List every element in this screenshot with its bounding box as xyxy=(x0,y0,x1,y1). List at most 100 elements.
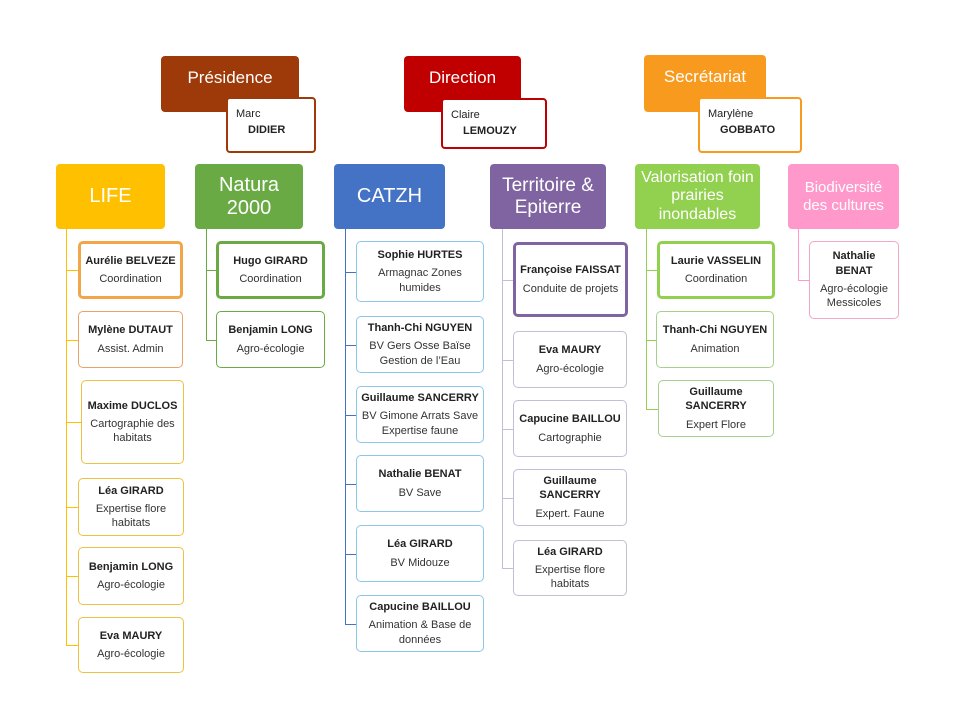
member-connector-line xyxy=(646,339,656,341)
member-name: Benjamin LONG xyxy=(88,560,174,573)
member-connector-line xyxy=(66,576,78,577)
section-connector-line xyxy=(66,229,67,645)
member-name: Benjamin LONG xyxy=(228,324,313,337)
member-role: Animation xyxy=(690,342,740,355)
member-name: Laurie VASSELIN xyxy=(670,254,762,267)
member-role: Armagnac Zones humides xyxy=(378,267,462,294)
member-role: Coordination xyxy=(239,273,302,285)
member-connector-line xyxy=(345,344,356,346)
member-name: Eva MAURY xyxy=(99,629,163,642)
member-name: Capucine BAILLOU xyxy=(519,413,621,426)
leadership-first-name: Claire xyxy=(451,109,480,121)
member-box: Nathalie BENAT Agro-écologie Messicoles xyxy=(809,241,899,319)
member-box: Guillaume SANCERRY BV Gimone Arrats Save … xyxy=(356,386,484,443)
leadership-first-name: Marc xyxy=(236,108,261,120)
section-connector-line xyxy=(798,229,799,280)
section-header: Biodiversité des cultures xyxy=(788,164,899,229)
section-header: Territoire & Epiterre xyxy=(490,164,606,229)
member-role: Expert. Faune xyxy=(535,507,605,520)
member-role: Conduite de projets xyxy=(522,282,619,295)
member-box: Eva MAURY Agro-écologie xyxy=(78,617,184,673)
member-box: Capucine BAILLOU Cartographie xyxy=(513,400,627,457)
member-box: Léa GIRARD BV Midouze xyxy=(356,525,484,582)
member-connector-line xyxy=(345,414,356,416)
member-name: Hugo GIRARD xyxy=(233,254,308,267)
member-role: Expertise flore habitats xyxy=(95,502,167,530)
member-name: Thanh-Chi NGUYEN xyxy=(662,324,768,337)
member-role: Assist. Admin xyxy=(97,342,164,355)
member-name: Thanh-Chi NGUYEN xyxy=(367,322,473,335)
member-box: Laurie VASSELIN Coordination xyxy=(657,241,775,299)
member-role: Coordination xyxy=(684,273,748,285)
member-connector-line xyxy=(66,507,78,508)
member-connector-line xyxy=(646,270,657,271)
member-name: Léa GIRARD xyxy=(387,538,453,551)
member-role: Agro-écologie xyxy=(97,579,165,591)
section-connector-line xyxy=(206,229,207,340)
section-header: Valorisation foin prairies inondables xyxy=(635,164,760,229)
member-role: Coordination xyxy=(99,273,162,285)
section-header: LIFE xyxy=(56,164,165,229)
member-connector-line xyxy=(66,339,78,341)
member-name: Aurélie BELVEZE xyxy=(85,254,176,267)
member-box: Thanh-Chi NGUYEN BV Gers Osse Baïse Gesti… xyxy=(356,316,484,373)
member-role: Animation & Base de données xyxy=(368,619,472,646)
leadership-last-name: GOBBATO xyxy=(720,124,776,136)
member-connector-line xyxy=(502,359,513,361)
member-connector-line xyxy=(206,339,216,341)
section-connector-line xyxy=(345,229,346,624)
member-role: BV Midouze xyxy=(390,556,450,569)
leadership-first-name: Marylène xyxy=(708,108,754,120)
member-box: Eva MAURY Agro-écologie xyxy=(513,331,627,388)
member-box: Thanh-Chi NGUYEN Animation xyxy=(656,311,774,368)
member-name: Capucine BAILLOU xyxy=(369,601,471,614)
section-connector-line xyxy=(646,229,647,409)
member-connector-line xyxy=(206,270,216,271)
member-box: Maxime DUCLOS Cartographie des habitats xyxy=(81,380,184,464)
member-connector-line xyxy=(502,568,513,569)
member-name: Guillaume SANCERRY xyxy=(685,386,747,413)
member-connector-line xyxy=(66,645,78,646)
member-connector-line xyxy=(646,408,658,410)
member-name: Nathalie BENAT xyxy=(832,250,876,277)
member-role: Expert Flore xyxy=(686,418,746,431)
section-header: Natura 2000 xyxy=(195,164,303,229)
member-name: Eva MAURY xyxy=(538,344,602,357)
member-role: Agro-écologie Messicoles xyxy=(820,283,888,310)
member-connector-line xyxy=(345,623,356,625)
member-role: BV Gers Osse Baïse Gestion de l’Eau xyxy=(369,340,471,367)
member-name: Guillaume SANCERRY xyxy=(361,392,479,405)
section-header: CATZH xyxy=(334,164,445,229)
leadership-last-name: DIDIER xyxy=(248,124,286,136)
leadership-last-name: LEMOUZY xyxy=(463,125,517,137)
member-role: Cartographie xyxy=(538,431,602,444)
member-box: Françoise FAISSAT Conduite de projets xyxy=(513,242,628,317)
member-name: Françoise FAISSAT xyxy=(520,264,621,277)
member-role: Cartographie des habitats xyxy=(90,417,175,445)
member-role: BV Gimone Arrats Save Expertise faune xyxy=(361,410,479,437)
member-name: Maxime DUCLOS xyxy=(87,399,178,412)
member-box: Capucine BAILLOU Animation & Base de donn… xyxy=(356,595,484,652)
member-role: BV Save xyxy=(398,486,442,499)
member-role: Agro-écologie xyxy=(236,342,305,355)
member-box: Hugo GIRARD Coordination xyxy=(216,241,325,299)
member-role: Expertise flore habitats xyxy=(534,563,606,591)
member-connector-line xyxy=(798,280,809,281)
member-connector-line xyxy=(502,279,513,281)
member-box: Aurélie BELVEZE Coordination xyxy=(78,241,183,299)
member-connector-line xyxy=(502,428,513,430)
member-role: Agro-écologie xyxy=(536,362,604,375)
member-connector-line xyxy=(345,483,356,485)
member-role: Agro-écologie xyxy=(97,648,165,660)
member-connector-line xyxy=(66,422,81,423)
member-box: Guillaume SANCERRY Expert Flore xyxy=(658,380,774,437)
